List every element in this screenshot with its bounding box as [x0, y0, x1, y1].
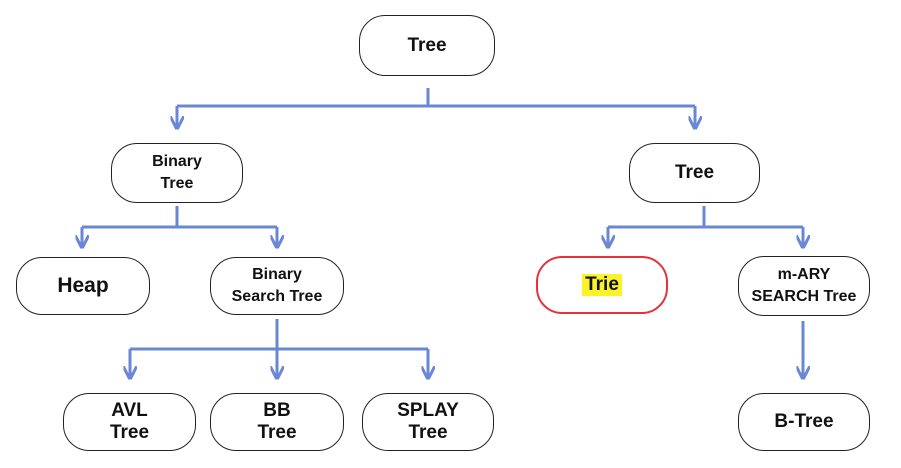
node-root-tree: Tree: [359, 15, 495, 76]
node-tree: Tree: [629, 143, 760, 203]
node-label: Tree: [407, 34, 447, 56]
node-label: Tree: [674, 162, 715, 183]
node-label: SPLAY Tree: [397, 400, 459, 443]
node-binary-search-tree: Binary Search Tree: [210, 257, 344, 315]
node-label: m-ARY SEARCH Tree: [751, 266, 857, 305]
node-trie: Trie: [536, 256, 668, 314]
node-bb-tree: BB Tree: [210, 393, 344, 451]
node-b-tree: B-Tree: [738, 393, 870, 451]
node-heap: Heap: [16, 257, 150, 315]
node-avl-tree: AVL Tree: [63, 393, 196, 451]
node-splay-tree: SPLAY Tree: [362, 393, 494, 451]
node-label: Binary Search Tree: [231, 266, 323, 305]
node-label: BB Tree: [257, 400, 297, 443]
node-m-ary-search-tree: m-ARY SEARCH Tree: [738, 256, 870, 316]
node-binary-tree: Binary Tree: [111, 143, 243, 203]
node-label: AVL Tree: [109, 400, 150, 443]
node-label: Binary Tree: [152, 153, 202, 192]
node-label: B-Tree: [774, 411, 834, 432]
node-label-highlighted: Trie: [582, 274, 622, 296]
node-label: Heap: [57, 274, 109, 297]
